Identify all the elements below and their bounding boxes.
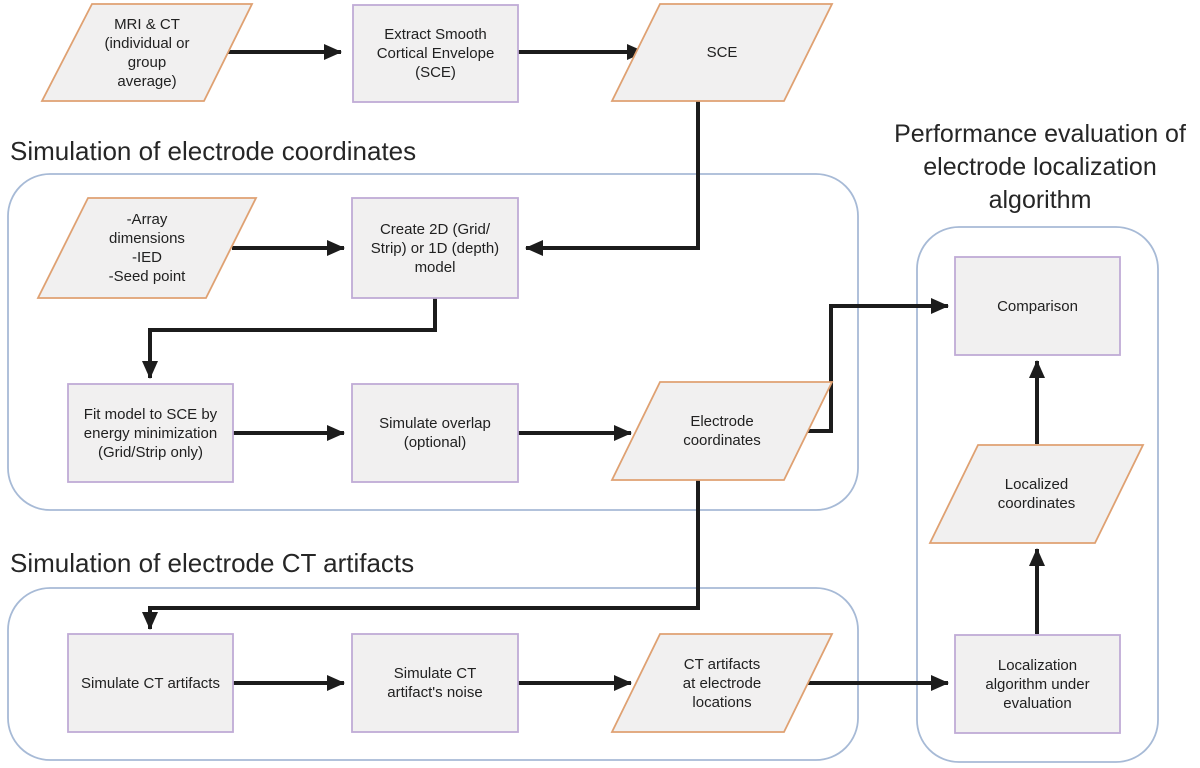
box-localization-algorithm: [954, 634, 1121, 734]
connectors: [142, 44, 1045, 691]
par-sce: [610, 3, 834, 102]
container-simulation-coordinates: [7, 173, 859, 511]
container-performance-eval: [916, 226, 1159, 763]
container-simulation-ct-artifacts: [7, 587, 859, 761]
par-electrode-coordinates: [610, 381, 834, 481]
arrow-electrode-to-simulate-ct: [142, 478, 700, 630]
box-simulate-overlap: [351, 383, 519, 483]
par-mri-ct: [40, 3, 254, 102]
box-fit-model: [67, 383, 234, 483]
arrow-create-model-to-fit: [142, 297, 437, 379]
arrow-sce-to-create-model: [525, 101, 700, 256]
arrow-electrode-to-comparison: [806, 298, 949, 433]
section-containers: [7, 173, 1159, 763]
process-boxes-stroked: [67, 4, 1121, 734]
par-array-inputs: [36, 197, 258, 299]
heading-performance-eval: Performance evaluation of electrode loca…: [894, 120, 1186, 214]
box-simulate-noise: [351, 633, 519, 733]
box-extract-sce: [352, 4, 519, 103]
heading-simulation-ct-artifacts: Simulation of electrode CT artifacts: [10, 548, 415, 578]
process-boxes: [67, 4, 1121, 734]
box-simulate-ct: [67, 633, 234, 733]
io-parallelograms: [36, 3, 1145, 733]
io-parallelograms-stroked: [36, 3, 1145, 733]
par-ct-artifacts: [610, 633, 834, 733]
heading-simulation-coordinates: Simulation of electrode coordinates: [10, 136, 417, 166]
box-create-model: [351, 197, 519, 299]
par-localized-coordinates: [928, 444, 1145, 544]
box-comparison: [954, 256, 1121, 356]
